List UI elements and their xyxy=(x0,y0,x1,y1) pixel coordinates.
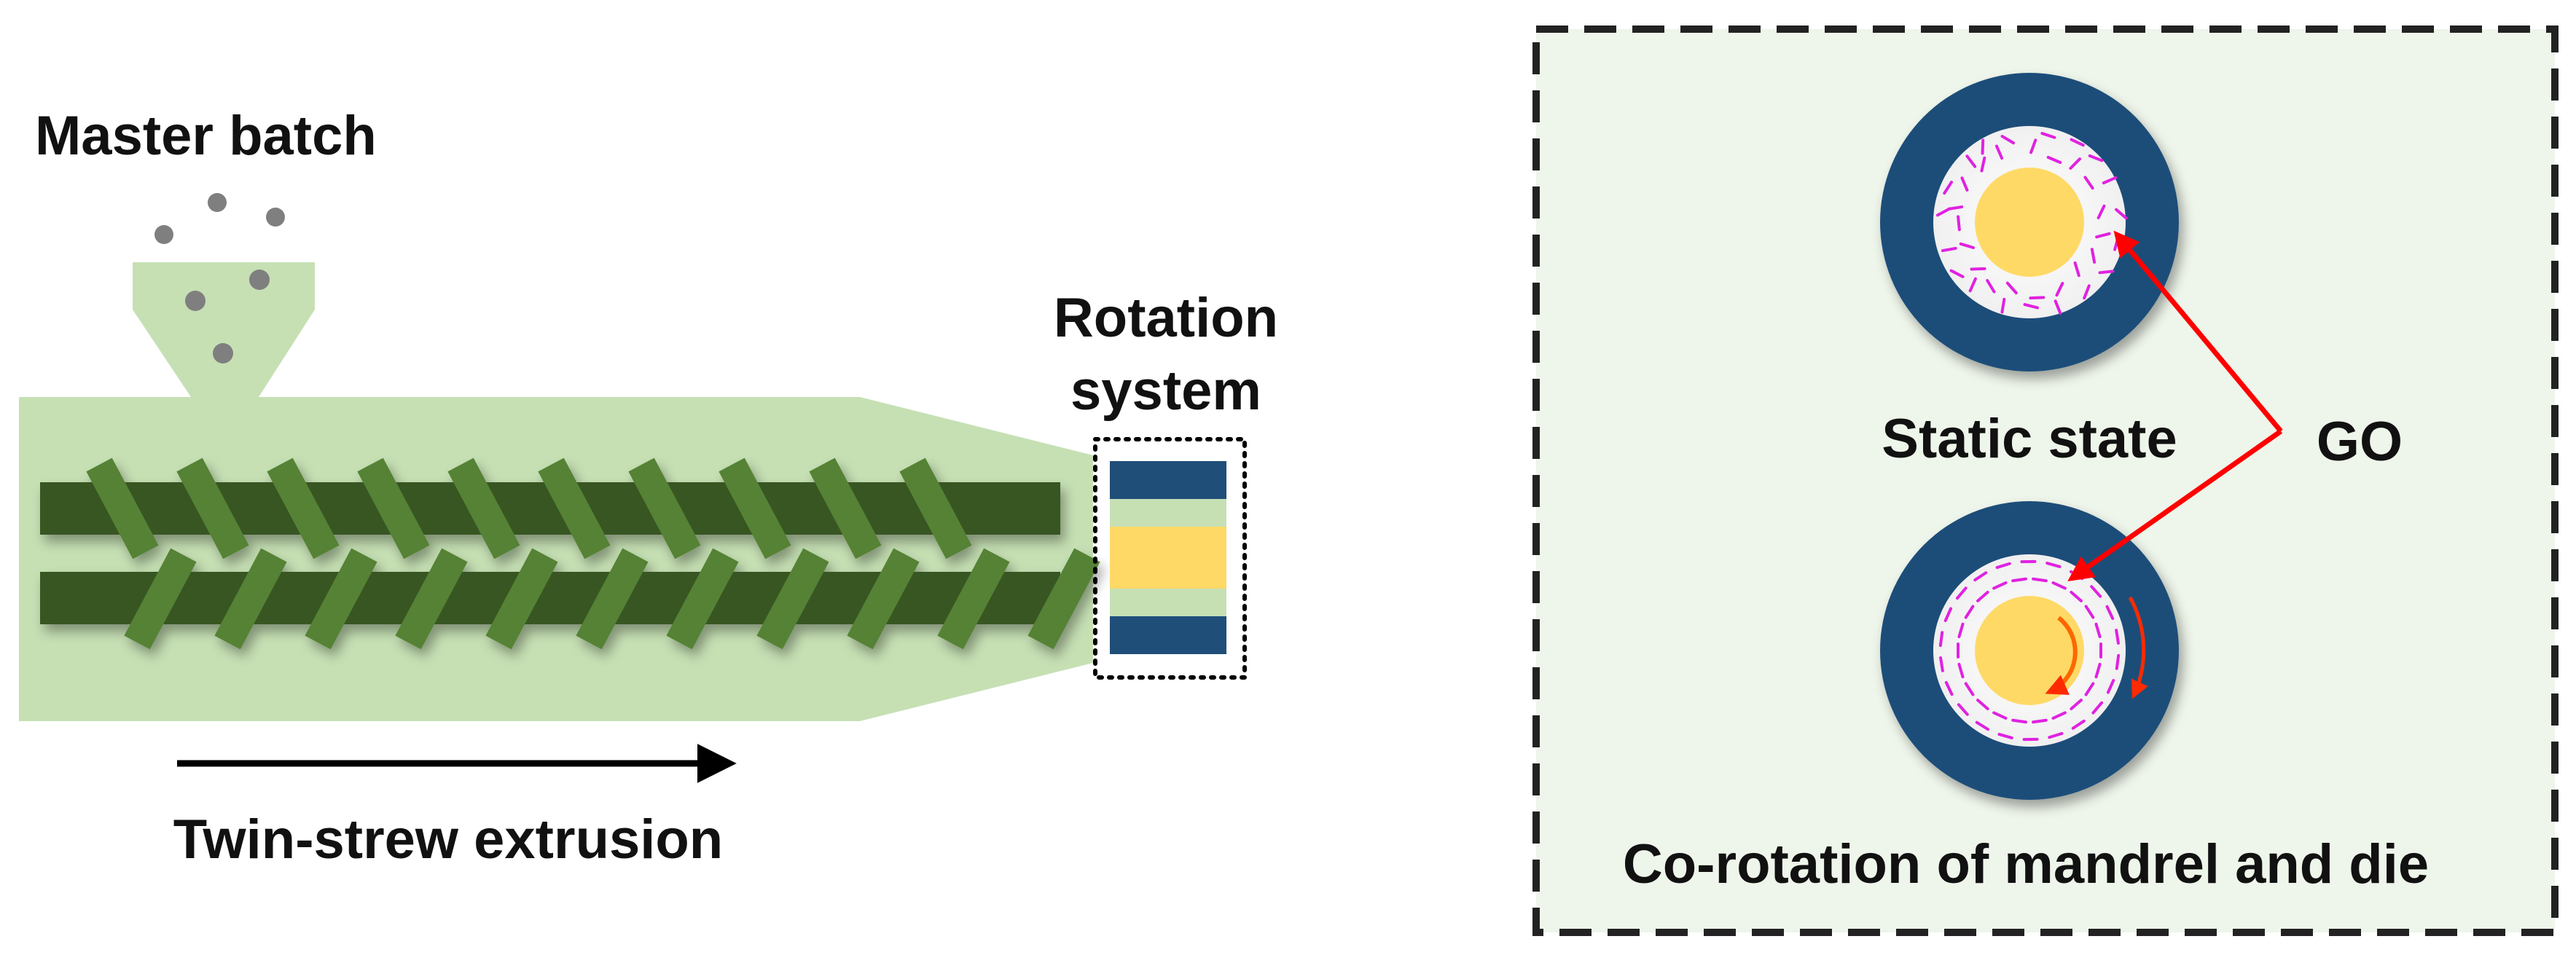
go-flake xyxy=(1958,216,1960,229)
go-flake xyxy=(1941,632,1942,645)
master-batch-label: Master batch xyxy=(35,105,377,167)
pellet xyxy=(208,193,227,212)
gap-bottom xyxy=(1110,589,1226,616)
die-bottom-bar xyxy=(1110,616,1226,654)
go-flake xyxy=(2033,579,2046,581)
go-flake xyxy=(2116,630,2118,643)
extrusion-label: Twin-strew extrusion xyxy=(173,809,723,870)
gap-top xyxy=(1110,499,1226,527)
mandrel xyxy=(1975,168,2084,277)
go-flake xyxy=(1983,141,1984,154)
go-flake xyxy=(2013,720,2026,723)
detail-panel: Static state GO Co-rotation of mandrel a… xyxy=(1536,29,2555,932)
go-flake xyxy=(2013,579,2026,581)
pellet xyxy=(213,343,233,363)
go-flake xyxy=(2117,656,2118,669)
rotation-system-label-line1: Rotation xyxy=(1054,287,1278,349)
go-flake xyxy=(2030,297,2043,298)
go-flake xyxy=(1941,658,1943,671)
static-state-label: Static state xyxy=(1882,408,2177,470)
mandrel-bar xyxy=(1110,527,1226,589)
go-flake xyxy=(1949,207,1962,209)
corotation-label: Co-rotation of mandrel and die xyxy=(1623,833,2429,895)
pellet xyxy=(249,270,270,290)
mandrel xyxy=(1975,596,2084,705)
go-flake xyxy=(1971,269,1984,270)
pellet xyxy=(266,208,285,227)
rotation-system-label-line2: system xyxy=(1070,360,1261,422)
go-label: GO xyxy=(2317,411,2403,473)
extruder: Twin-strew extrusion Master batch xyxy=(19,105,1100,870)
die-top-bar xyxy=(1110,461,1226,499)
go-flake xyxy=(2033,720,2046,723)
pellet xyxy=(185,291,205,311)
static-state-cross-section xyxy=(1880,73,2179,372)
corotation-cross-section xyxy=(1880,501,2179,800)
go-flake xyxy=(2100,271,2113,272)
hopper xyxy=(133,262,315,397)
pellet xyxy=(154,225,173,244)
